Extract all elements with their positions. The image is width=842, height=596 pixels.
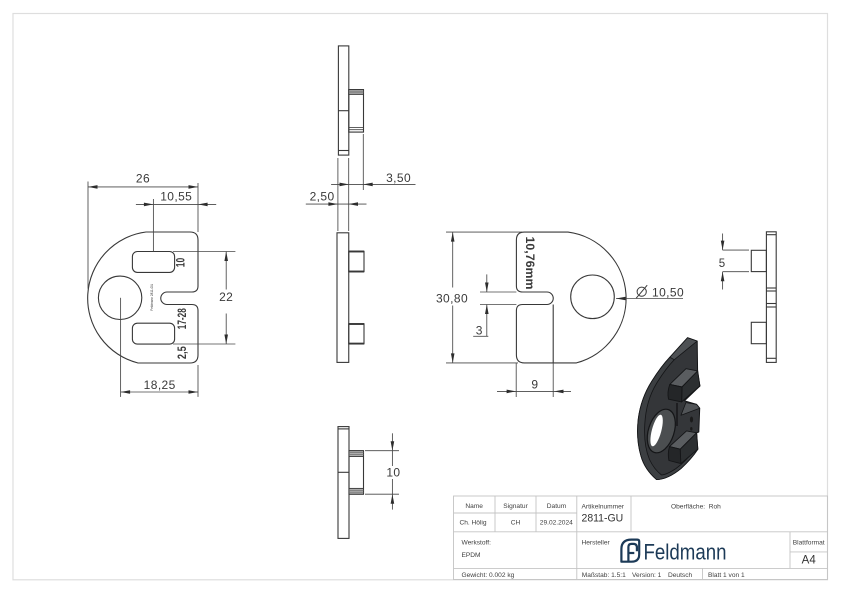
svg-text:2811-GU: 2811-GU [582,512,624,524]
svg-text:Werkstoff:: Werkstoff: [462,540,492,547]
svg-text:Oberfläche: Roh: Oberfläche: Roh [671,504,721,511]
svg-text:29.02.2024: 29.02.2024 [540,519,573,526]
svg-text:Feldmann 2811-GU: Feldmann 2811-GU [150,283,154,310]
svg-text:Gewicht: 0.002 kg: Gewicht: 0.002 kg [462,572,515,579]
svg-text:10,50: 10,50 [652,286,684,300]
svg-text:Ch. Hölig: Ch. Hölig [459,519,486,526]
svg-text:10,76mm: 10,76mm [523,237,537,290]
svg-text:30,80: 30,80 [436,292,468,306]
svg-text:3,50: 3,50 [386,171,411,185]
svg-text:9: 9 [531,378,538,392]
svg-text:EPDM: EPDM [462,552,481,559]
svg-text:Blatt 1 von 1: Blatt 1 von 1 [708,572,745,579]
svg-text:17-28: 17-28 [175,308,189,329]
svg-text:18,25: 18,25 [144,378,176,392]
svg-text:3: 3 [476,324,483,338]
svg-text:Name: Name [465,503,483,510]
svg-text:10,55: 10,55 [160,190,192,204]
svg-text:Artikelnummer: Artikelnummer [582,504,625,511]
svg-text:Signatur: Signatur [503,503,528,510]
svg-text:26: 26 [136,171,150,185]
svg-text:10: 10 [174,258,188,268]
svg-text:10: 10 [386,466,400,480]
svg-text:Deutsch: Deutsch [668,572,693,579]
svg-text:Feldmann: Feldmann [644,539,727,564]
svg-text:Hersteller: Hersteller [582,540,611,547]
svg-text:2,5: 2,5 [175,346,189,359]
svg-text:Datum: Datum [547,503,567,510]
svg-text:Blattformat: Blattformat [793,540,825,547]
svg-text:CH: CH [511,519,521,526]
svg-text:2,50: 2,50 [310,189,335,203]
svg-text:Maßstab: 1.5:1: Maßstab: 1.5:1 [582,572,626,579]
svg-text:Version: 1: Version: 1 [632,572,662,579]
svg-text:22: 22 [219,290,233,304]
svg-text:5: 5 [719,258,725,270]
svg-text:A4: A4 [802,555,817,567]
